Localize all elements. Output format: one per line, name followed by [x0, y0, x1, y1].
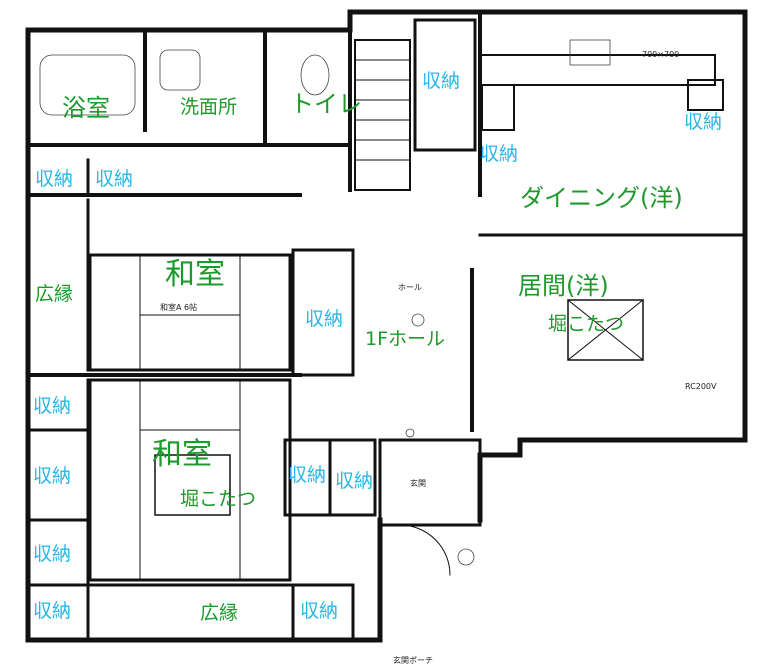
- label-storage-left-3: 収納: [33, 543, 72, 565]
- label-hiroen-upper: 広縁: [35, 283, 74, 305]
- label-hall: 1Fホール: [365, 328, 446, 350]
- label-kotatsu-lower: 堀こたつ: [180, 488, 257, 510]
- label-toilet: トイレ: [290, 90, 362, 118]
- outer-wall-west-side: [25, 27, 383, 643]
- label-storage-entrance-2: 収納: [335, 470, 374, 492]
- fridge: [687, 79, 724, 111]
- annotation-size-a: 和室A 6帖: [160, 303, 198, 312]
- label-living: 居間(洋): [518, 272, 609, 300]
- annotation-hall: ホール: [398, 283, 422, 292]
- detail-lines: [39, 39, 611, 566]
- label-storage-left-4: 収納: [33, 600, 72, 622]
- door-swing: [399, 524, 451, 576]
- label-storage-left-2: 収納: [33, 465, 72, 487]
- label-storage-mid: 収納: [305, 308, 344, 330]
- stove: [481, 84, 515, 131]
- label-dining: ダイニング(洋): [520, 184, 683, 212]
- outer-wall-west: [25, 9, 748, 443]
- label-storage-2: 収納: [95, 168, 134, 190]
- washitsu-lower: [88, 378, 292, 582]
- label-washitsu-lower: 和室: [152, 437, 212, 472]
- stairs: [354, 39, 411, 191]
- entrance: [378, 438, 482, 527]
- kitchen-counter: [479, 54, 716, 86]
- storage-entrance-right: [328, 438, 377, 517]
- lower-kotatsu: [154, 454, 231, 516]
- label-storage-kitchen: 収納: [480, 143, 519, 165]
- label-storage-bottom-right: 収納: [300, 600, 339, 622]
- under-stair-storage: [413, 18, 477, 152]
- label-storage-left-1: 収納: [33, 395, 72, 417]
- living-kotatsu: [567, 299, 644, 361]
- washitsu-upper: [88, 253, 292, 372]
- label-storage-entrance-1: 収納: [288, 464, 327, 486]
- annotation-entrance: 玄関: [410, 479, 426, 488]
- label-bath: 浴室: [62, 94, 110, 122]
- annotation-porch: 玄関ポーチ: [393, 656, 433, 665]
- label-kotatsu-living: 堀こたつ: [548, 313, 625, 335]
- stair-treads: [354, 59, 411, 161]
- walls: [25, 9, 748, 643]
- label-storage-fridge: 収納: [684, 111, 723, 133]
- annotation-ac: RC200V: [685, 382, 717, 391]
- label-storage-1: 収納: [35, 168, 74, 190]
- storage-bottom-right: [291, 583, 355, 642]
- label-washroom: 洗面所: [180, 96, 238, 118]
- storage-mid: [291, 248, 355, 377]
- label-washitsu-upper: 和室: [165, 257, 225, 292]
- annotation-kitchen-size: 700×700: [642, 50, 680, 59]
- label-hiroen-lower: 広縁: [200, 602, 239, 624]
- label-storage-stairs: 収納: [422, 70, 461, 92]
- outer-wall-south-east: [477, 437, 748, 523]
